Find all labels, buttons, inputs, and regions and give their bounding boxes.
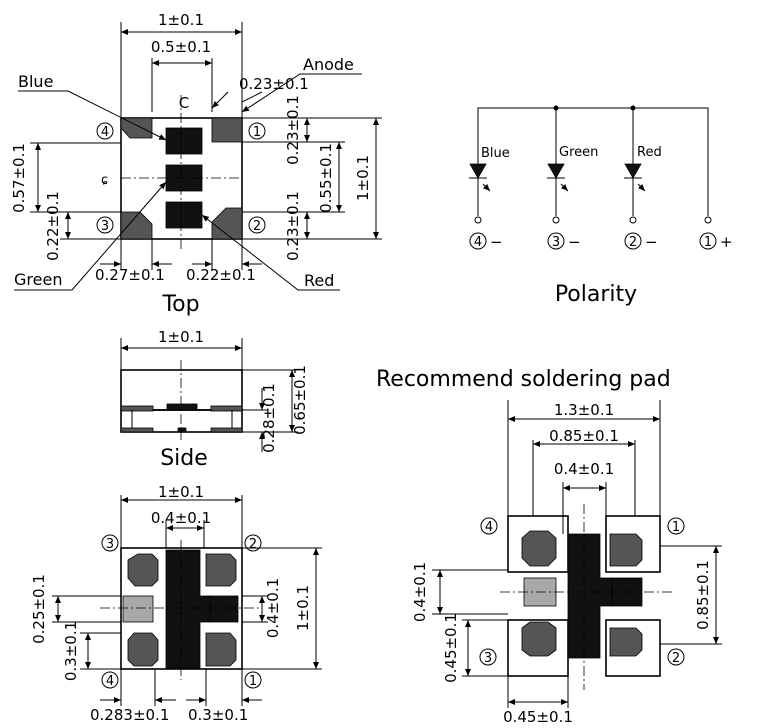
side-centerline-mark: ɕ [101,173,108,188]
dim-top-027: 0.27±0.1 [95,266,165,284]
bottom-pin-1: 1 [249,674,257,689]
dim-pad-045-h: 0.45±0.1 [503,708,573,726]
label-red: Red [304,271,334,290]
dim-top-width: 1±0.1 [158,11,204,29]
polarity-pin-1: 1 [704,235,712,250]
dim-pad-13: 1.3±0.1 [554,401,614,419]
centerline-mark: C [179,94,189,112]
top-pad-3 [120,211,153,240]
dim-pad-085-v: 0.85±0.1 [694,560,712,630]
dim-side-065: 0.65±0.1 [291,365,309,435]
side-view-title: Side [160,446,208,471]
dim-bottom-03: 0.3±0.1 [62,621,80,681]
dim-side-width: 1±0.1 [158,328,204,346]
dim-bottom-04-v: 0.4±0.1 [264,578,282,638]
polarity-label-red: Red [637,145,662,160]
polarity-sign-4: − [490,233,503,251]
pad-pin-4: 4 [485,520,493,535]
dim-top-022-b: 0.22±0.1 [186,266,256,284]
top-pin-1: 1 [253,125,261,140]
pad-pin-1: 1 [672,520,680,535]
top-chip-blue [165,127,203,155]
top-chip-red [165,201,203,229]
top-body-outline [120,117,243,240]
bottom-pin-2: 2 [249,537,257,552]
dim-pad-045-v: 0.45±0.1 [442,613,460,683]
top-pad-1 [211,117,243,143]
top-view-title: Top [161,292,199,317]
soldering-title: Recommend soldering pad [376,367,671,392]
polarity-pin-3: 3 [552,235,560,250]
dim-top-022: 0.22±0.1 [44,191,62,261]
dim-top-057: 0.57±0.1 [10,143,28,213]
bottom-body-outline [120,547,243,670]
dim-bottom-width: 1±0.1 [158,483,204,501]
pad-pin-3: 3 [484,651,492,666]
top-pad-4 [120,117,153,139]
bottom-view: 1±0.1 0.4±0.1 3 2 4 1 1±0.1 0.4±0.1 0.25… [30,483,322,724]
dim-bottom-0283: 0.283±0.1 [90,706,169,724]
top-view: 1±0.1 0.5±0.1 C 0.23±0.1 0.57±0.1 0.22±0… [10,11,382,317]
polarity-sign-1: + [720,233,733,251]
dim-bottom-04: 0.4±0.1 [151,509,211,527]
dim-pad-04: 0.4±0.1 [554,460,614,478]
polarity-diagram: Blue Green Red 4− 3− 2− 1+ Polarity [469,105,733,307]
top-pad-2 [211,207,243,240]
bottom-pin-4: 4 [106,674,114,689]
side-view: 1±0.1 0.65±0.1 0.28±0.1 Side [120,328,309,471]
dim-top-023-b: 0.23±0.1 [284,191,302,261]
polarity-sign-3: − [568,233,581,251]
polarity-sign-2: − [645,233,658,251]
dim-bottom-03-h: 0.3±0.1 [188,706,248,724]
label-anode: Anode [303,55,354,74]
dim-top-1: 1±0.1 [354,155,372,201]
top-pin-2: 2 [253,219,261,234]
dim-top-055: 0.55±0.1 [317,143,335,213]
label-blue: Blue [18,72,53,91]
polarity-title: Polarity [555,282,637,307]
dim-pad-04-v: 0.4±0.1 [411,562,429,622]
top-pin-4: 4 [101,125,109,140]
dim-top-inner: 0.5±0.1 [151,38,211,56]
diode-red-icon [624,163,646,192]
top-pin-3: 3 [101,219,109,234]
dim-side-028: 0.28±0.1 [260,383,278,453]
pad-pin-2: 2 [672,651,680,666]
dim-bottom-025: 0.25±0.1 [30,574,48,644]
dim-bottom-1: 1±0.1 [294,585,312,631]
polarity-pin-4: 4 [474,235,482,250]
polarity-pin-2: 2 [629,235,637,250]
dim-pad-085: 0.85±0.1 [549,427,619,445]
dim-top-pad-width: 0.23±0.1 [239,75,309,93]
label-green: Green [14,270,62,289]
polarity-label-green: Green [559,145,598,160]
soldering-pad-view: Recommend soldering pad 1.3±0.1 0.85±0.1… [376,367,722,726]
bottom-pin-3: 3 [106,537,114,552]
dim-top-023-a: 0.23±0.1 [284,95,302,165]
polarity-label-blue: Blue [481,146,510,161]
diode-green-icon [547,163,569,192]
diode-blue-icon [469,163,491,192]
